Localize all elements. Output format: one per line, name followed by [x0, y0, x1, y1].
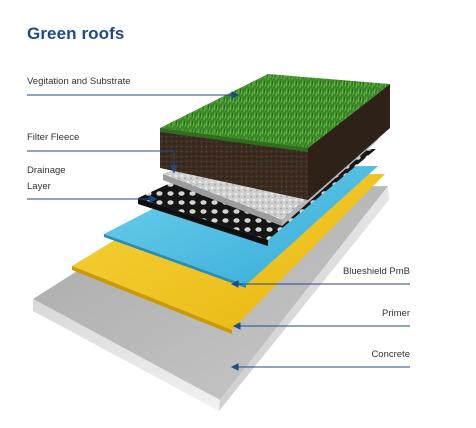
arrow-concrete: [230, 363, 239, 371]
diagram-title: Green roofs: [27, 24, 125, 43]
label-drainage-line2: Layer: [27, 181, 51, 192]
label-primer: Primer: [382, 308, 410, 319]
vegetation-layer: [160, 74, 390, 200]
label-filter-fleece: Filter Fleece: [27, 132, 80, 143]
arrow-blueshield: [230, 280, 239, 288]
arrow-primer: [232, 322, 241, 330]
arrow-drainage: [149, 195, 158, 203]
arrow-filter: [170, 165, 178, 174]
label-blueshield: Blueshield PmB: [342, 266, 410, 277]
leader-lines: [27, 91, 410, 371]
label-drainage-line1: Drainage: [27, 165, 66, 176]
label-concrete: Concrete: [371, 349, 410, 360]
label-vegetation: Vegitation and Substrate: [27, 76, 131, 87]
arrow-vegetation: [231, 91, 240, 99]
